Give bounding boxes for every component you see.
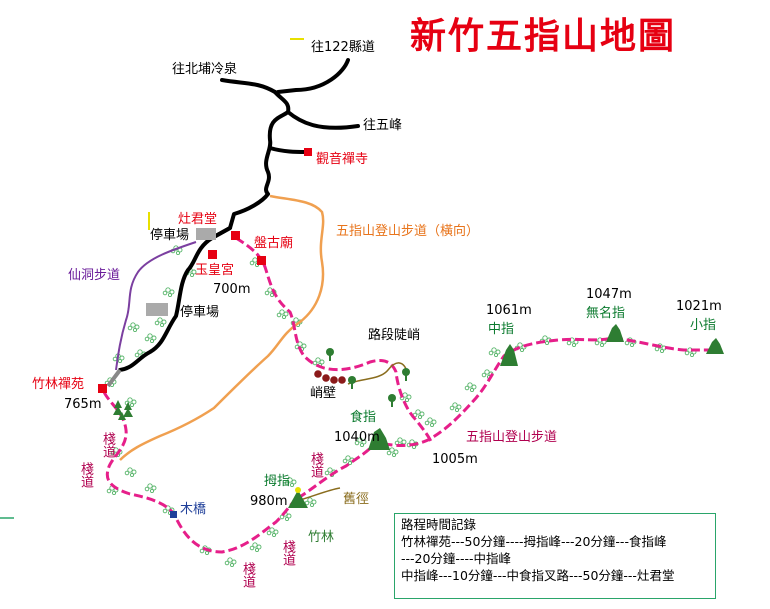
- main-trail-label: 五指山登山步道: [466, 430, 558, 445]
- yellow-tick-2: [148, 212, 150, 230]
- grey-road-segment: [106, 368, 122, 388]
- peak-little-name: 小指: [690, 318, 717, 333]
- parking2-marker: [146, 303, 168, 316]
- plank-label-2: 棧道: [78, 462, 93, 488]
- peak-little-icon: [706, 338, 724, 354]
- pangu-temple-label: 盤古廟: [254, 236, 294, 251]
- xian-trail-label: 仙洞步道: [68, 268, 121, 283]
- cross-trail-line: [119, 194, 325, 461]
- zhulin-altitude: 765m: [64, 397, 102, 412]
- zhulin-temple-marker: [98, 384, 107, 393]
- yuhuang-palace-label: 玉皇宮: [195, 263, 235, 278]
- road-label-beipu: 往北埔冷泉: [172, 62, 238, 77]
- road-network: [118, 58, 360, 372]
- guanyin-temple-marker: [304, 148, 312, 156]
- pangu-temple-marker: [257, 256, 266, 265]
- zaojun-hall-marker: [231, 231, 240, 240]
- old-path-line: [299, 487, 341, 501]
- peak-little-altitude: 1021m: [676, 299, 722, 314]
- peak-ring-icon: [606, 324, 624, 342]
- peak-thumb-name: 拇指: [264, 474, 291, 489]
- peak-middle-altitude: 1061m: [486, 303, 532, 318]
- record-line-3: 中指峰---10分鐘---中食指叉路---50分鐘---灶君堂: [401, 568, 675, 583]
- peak-ring-name: 無名指: [586, 306, 626, 321]
- plank-label-1: 棧道: [100, 432, 115, 458]
- record-heading: 路程時間記錄: [401, 517, 477, 532]
- peak-index-altitude: 1040m: [334, 430, 380, 445]
- bridge-marker: [170, 511, 177, 518]
- main-trail-upper: [297, 336, 716, 500]
- road-to-wufeng: [286, 110, 360, 130]
- parking2-label: 停車場: [180, 305, 220, 320]
- peak-index-name: 食指: [350, 410, 377, 425]
- yellow-tick: [290, 38, 304, 40]
- cliff-marker: [314, 370, 346, 384]
- main-trail-line: [102, 391, 299, 554]
- road-to-zaojun-lower: [118, 226, 232, 372]
- parking1-marker: [196, 228, 216, 240]
- road-to-beipu: [220, 78, 277, 94]
- bridge-label: 木橋: [180, 502, 207, 517]
- cliff-label: 峭壁: [310, 386, 337, 401]
- zhulin-temple-label: 竹林禪苑: [32, 377, 85, 392]
- junction-altitude: 1005m: [432, 452, 478, 467]
- road-label-wufeng: 往五峰: [363, 118, 403, 133]
- record-line-2: ---20分鐘----中指峰: [401, 551, 511, 566]
- peak-thumb-icon: [288, 487, 308, 508]
- guanyin-temple-label: 觀音禪寺: [316, 152, 369, 167]
- cross-trail-label: 五指山登山步道（橫向）: [336, 224, 480, 239]
- road-main: [210, 90, 291, 240]
- peak-middle-name: 中指: [488, 322, 515, 337]
- main-trail-to-zaojun: [235, 236, 434, 445]
- yuhuang-altitude: 700m: [213, 282, 251, 297]
- bamboo-label: 竹林: [308, 530, 335, 545]
- peak-middle-icon: [500, 344, 518, 366]
- plank-label-4: 棧道: [280, 540, 295, 566]
- map-title: 新竹五指山地圖: [410, 15, 677, 57]
- plank-label-3: 棧道: [308, 452, 323, 478]
- time-record-box: 路程時間記錄 竹林禪苑---50分鐘----拇指峰---20分鐘---食指峰 -…: [394, 513, 716, 599]
- road-to-122: [276, 58, 350, 94]
- peak-ring-altitude: 1047m: [586, 287, 632, 302]
- road-label-county122: 往122縣道: [311, 40, 375, 55]
- record-line-1: 竹林禪苑---50分鐘----拇指峰---20分鐘---食指峰: [401, 534, 667, 549]
- peak-index-icon: [368, 428, 390, 450]
- xian-trail-line: [115, 241, 197, 371]
- road-to-guanyin: [268, 146, 308, 154]
- tree-icons: [113, 348, 410, 420]
- plank-label-5: 棧道: [240, 562, 255, 588]
- parking1-label: 停車場: [150, 228, 190, 243]
- yuhuang-palace-marker: [208, 250, 217, 259]
- zaojun-hall-label: 灶君堂: [178, 212, 218, 227]
- peak-thumb-altitude: 980m: [250, 494, 288, 509]
- steep-section-label: 路段陡峭: [368, 328, 421, 343]
- old-path-label: 舊徑: [343, 492, 370, 507]
- steep-connector: [347, 362, 409, 385]
